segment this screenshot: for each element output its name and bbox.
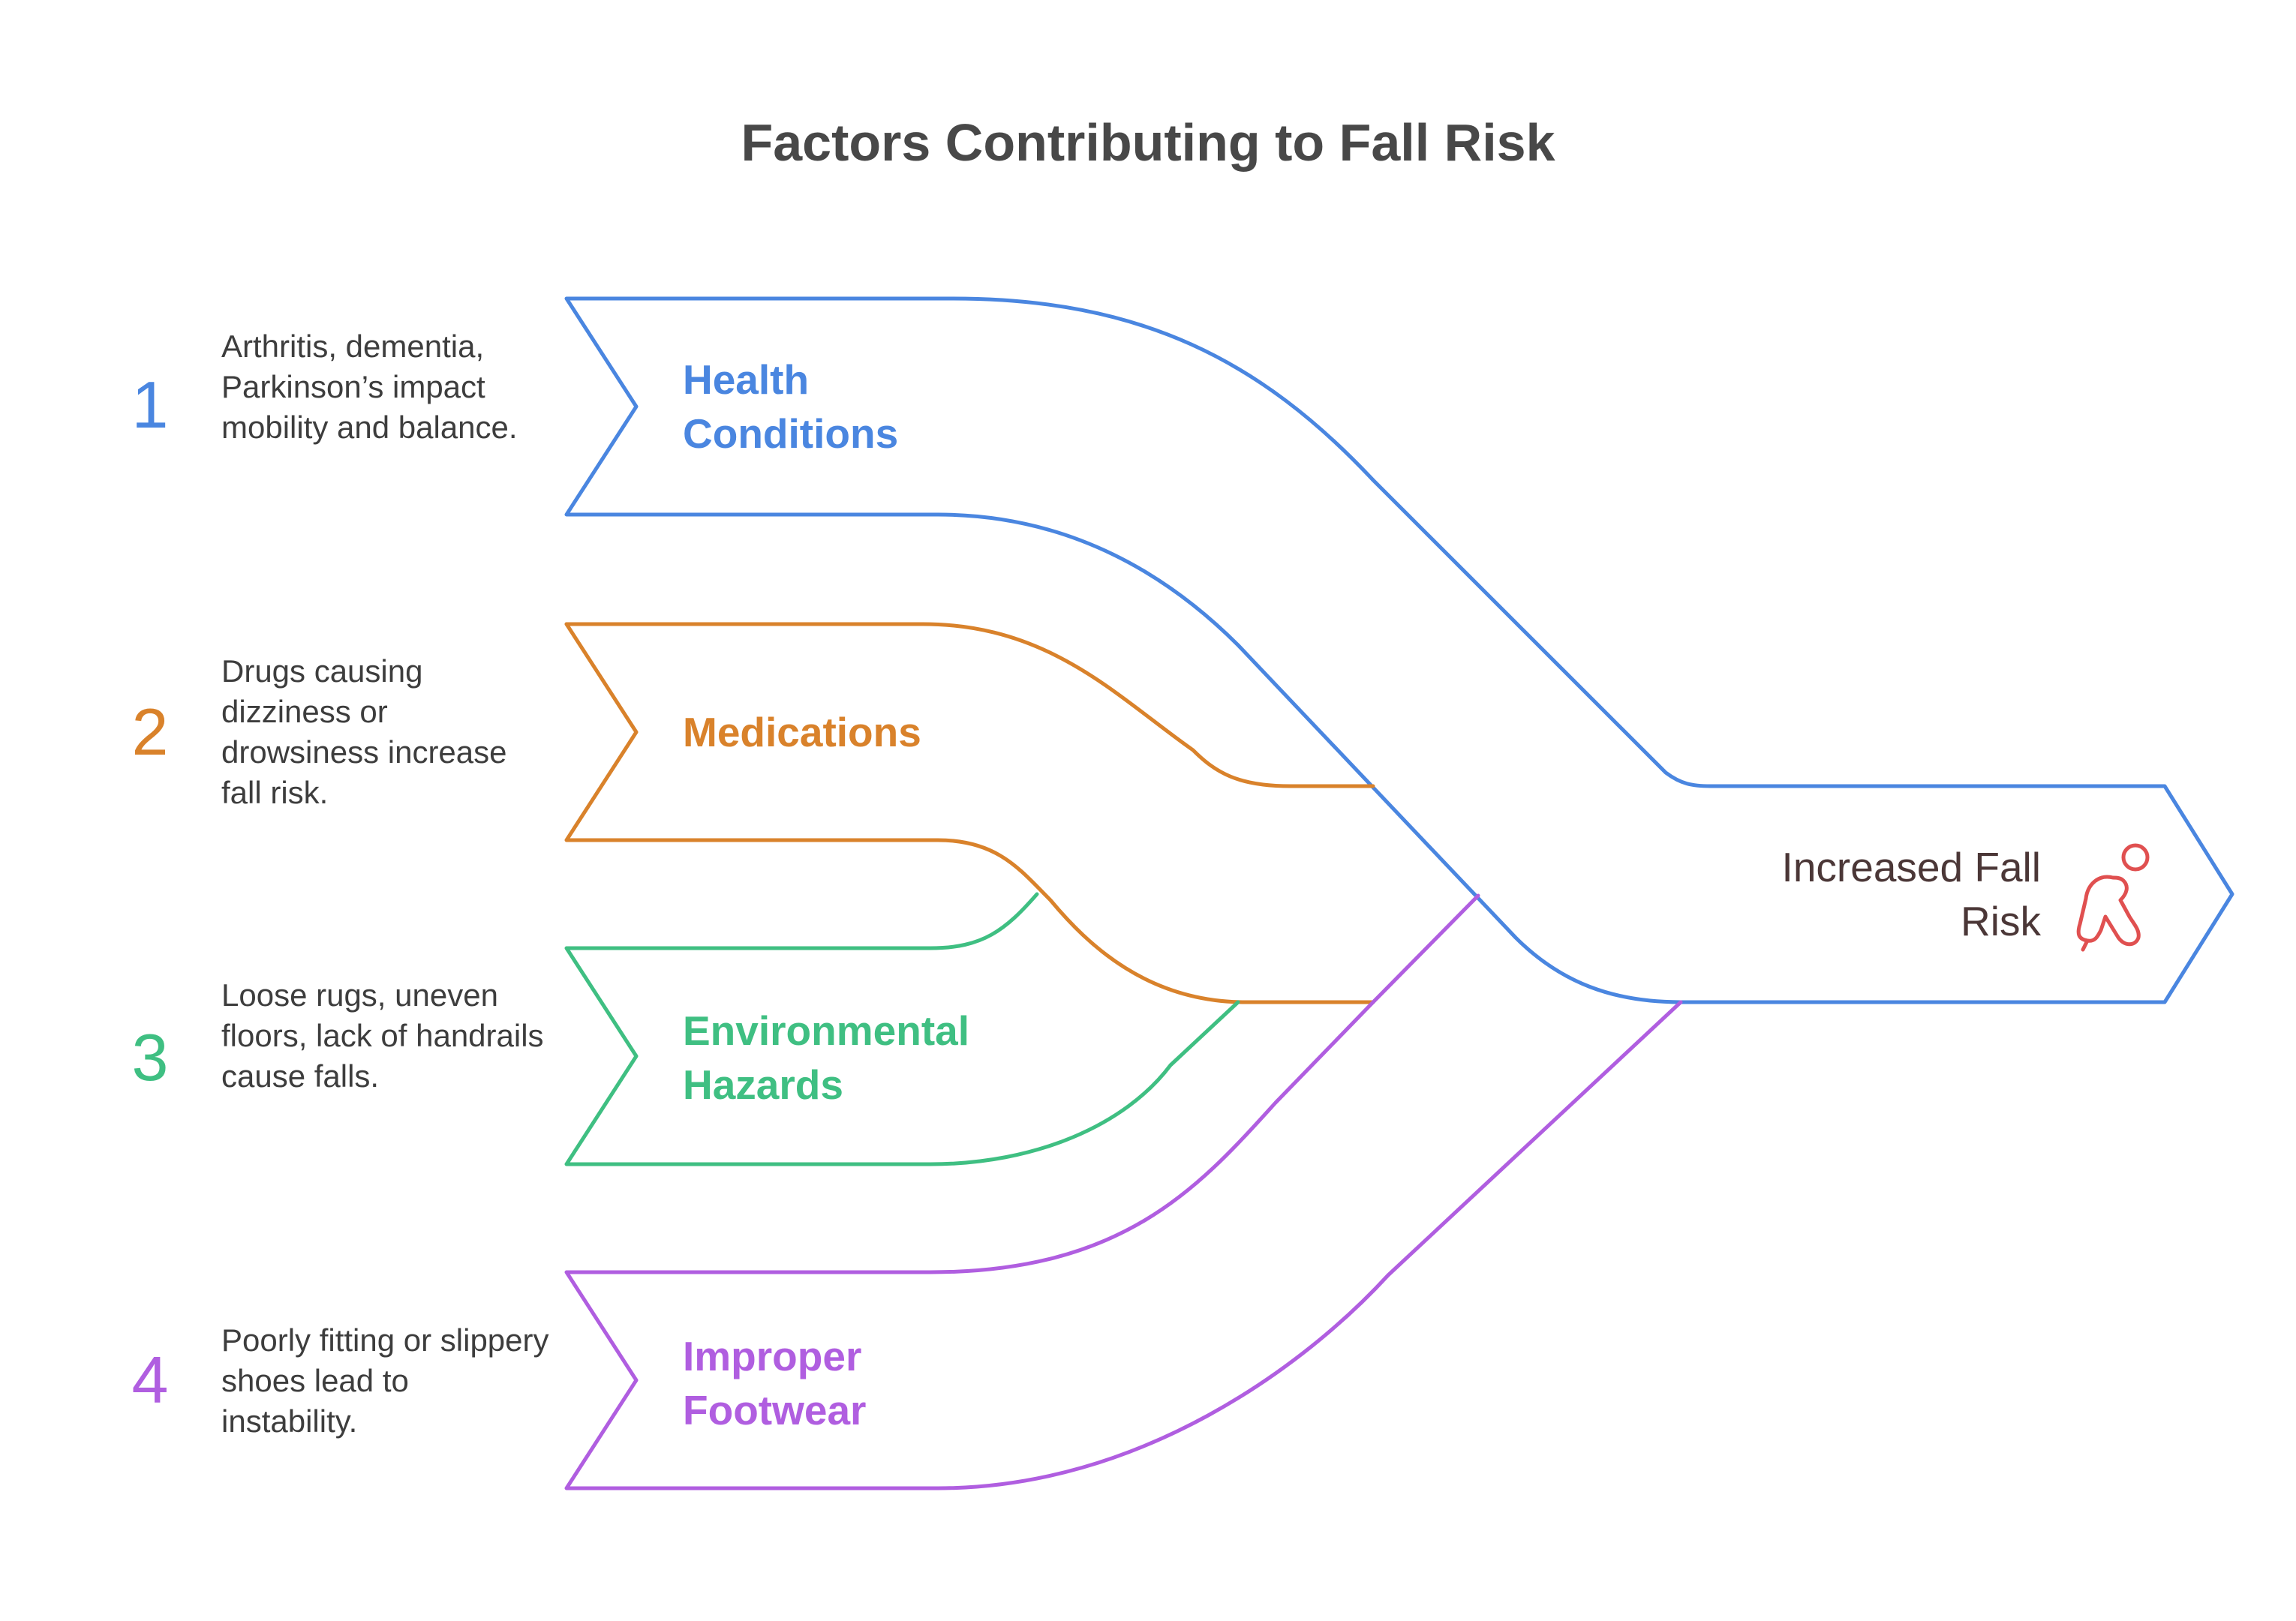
factor-label-line: Health <box>683 356 810 403</box>
factor-label-environmental-hazards: Environmental Hazards <box>683 1004 1043 1112</box>
factor-description-3: Loose rugs, uneven floors, lack of handr… <box>221 977 544 1094</box>
factor-label-health-conditions: Health Conditions <box>683 353 1043 461</box>
factor-label-line: Environmental <box>683 1007 970 1054</box>
factor-label-line: Footwear <box>683 1387 867 1433</box>
factor-label-line: Conditions <box>683 410 899 457</box>
flow-band-medications-lower <box>564 622 1375 1004</box>
factor-description-2: Drugs causing dizziness or drowsiness in… <box>221 653 507 810</box>
factor-number-2: 2 <box>131 695 169 769</box>
flow-band-improper-footwear <box>564 893 1683 1490</box>
factor-label-line: Medications <box>683 709 921 755</box>
factor-label-improper-footwear: Improper Footwear <box>683 1329 1043 1437</box>
factor-number-1: 1 <box>131 368 169 442</box>
diagram-title: Factors Contributing to Fall Risk <box>741 113 1555 172</box>
factor-description-1: Arthritis, dementia, Parkinson’s impact … <box>221 329 518 445</box>
factor-number-4: 4 <box>131 1343 169 1417</box>
flow-band-environmental-hazards <box>564 892 1240 1166</box>
flow-band-medications <box>564 622 1375 788</box>
factor-number-3: 3 <box>131 1020 169 1094</box>
factor-label-line: Hazards <box>683 1061 843 1108</box>
factor-label-line: Improper <box>683 1333 862 1379</box>
outcome-label: Increased Fall Risk <box>1666 840 2041 948</box>
outcome-label-line: Risk <box>1961 898 2041 944</box>
outcome-label-line: Increased Fall <box>1781 844 2041 890</box>
factor-description-4: Poorly fitting or slippery shoes lead to… <box>221 1322 549 1439</box>
falling-person-icon <box>2076 843 2150 952</box>
factor-label-medications: Medications <box>683 705 1043 759</box>
